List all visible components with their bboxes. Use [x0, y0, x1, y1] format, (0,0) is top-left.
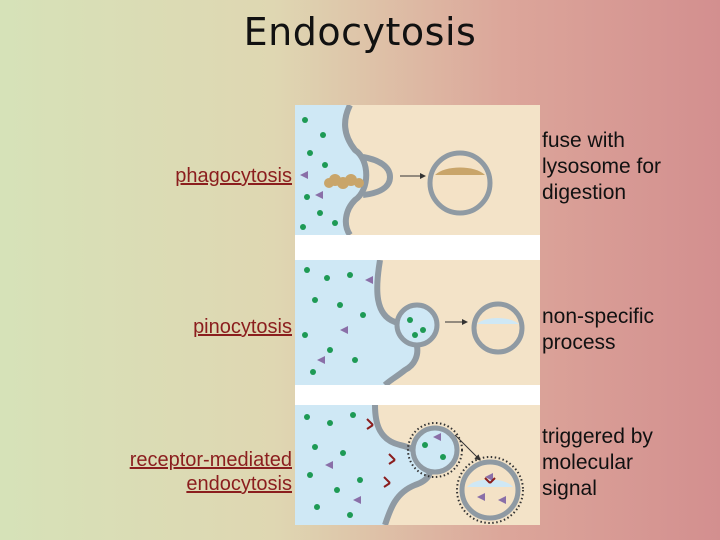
desc-phagocytosis: fuse with lysosome for digestion [542, 128, 661, 205]
label-phagocytosis: phagocytosis [175, 165, 292, 187]
panel1-pseudopod [362, 154, 394, 198]
desc-phagocytosis-line2: lysosome for [542, 154, 662, 178]
panel3-arrow [454, 434, 481, 461]
separator-1 [295, 235, 540, 260]
label-receptor-mediated-line2: endocytosis [186, 473, 292, 495]
desc-pinocytosis-line1: non-specific [542, 305, 655, 328]
label-receptor-mediated-line1: receptor-mediated [129, 449, 292, 471]
endocytosis-diagram [295, 105, 540, 525]
desc-receptor-line2: molecular [542, 450, 634, 474]
panel2-vesicle [471, 301, 525, 355]
panel1-membrane [342, 105, 370, 237]
desc-phagocytosis-line3: digestion [542, 180, 627, 204]
panel-pinocytosis [295, 259, 540, 388]
desc-phagocytosis-line1: fuse with [542, 129, 625, 152]
panel3-receptors [366, 418, 396, 488]
panel3-vesicle-receptors [484, 477, 496, 484]
panel3-vesicle-fluid [467, 479, 513, 487]
panel1-dots [300, 117, 338, 230]
desc-receptor-line3: signal [542, 476, 597, 500]
panel-receptor-mediated [295, 404, 540, 525]
panel3-dots [304, 412, 446, 518]
panel2-vesicle-fluid [477, 318, 519, 324]
panel3-coated-pit [410, 425, 460, 475]
panel1-triangles [300, 171, 323, 199]
desc-pinocytosis-line2: process [542, 330, 616, 354]
panel3-vesicle-triangles [477, 473, 506, 504]
panel3-pit-coat [407, 422, 463, 478]
label-receptor-mediated-endocytosis: receptor-mediated endocytosis [130, 448, 292, 496]
desc-pinocytosis: non-specific process [542, 304, 654, 356]
panel2-extracellular [295, 260, 418, 385]
panel-phagocytosis [295, 105, 540, 237]
panel1-extracellular [295, 105, 367, 235]
panel2-budding-vesicle [394, 302, 440, 348]
panel3-triangles [325, 433, 441, 504]
panel1-food-particles [324, 174, 364, 189]
panel1-vacuole-content [435, 167, 485, 175]
page-title: Endocytosis [243, 10, 477, 54]
separator-2 [295, 385, 540, 405]
panel3-coated-vesicle [459, 459, 521, 521]
desc-receptor-mediated: triggered by molecular signal [542, 424, 653, 501]
panel1-vacuole [427, 150, 493, 216]
panel3-vesicle-coat [456, 456, 524, 524]
desc-receptor-line1: triggered by [542, 425, 653, 448]
label-pinocytosis: pinocytosis [193, 316, 292, 338]
